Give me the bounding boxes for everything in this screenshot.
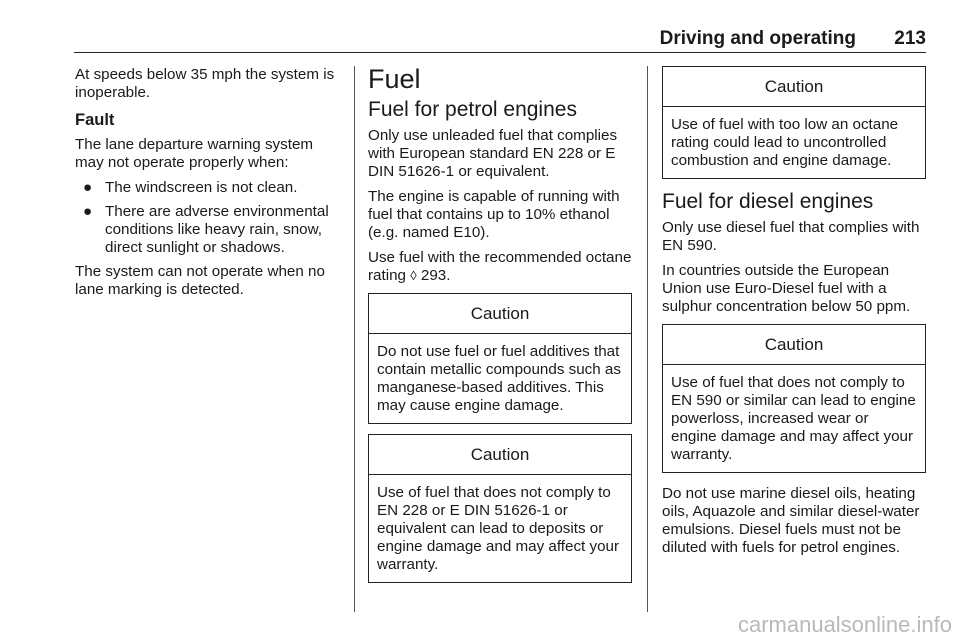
column-3: Caution Use of fuel with too low an octa…: [662, 66, 926, 564]
column-divider: [647, 66, 648, 612]
caution-title: Caution: [663, 67, 925, 107]
fault-paragraph: The lane departure warning system may no…: [75, 136, 314, 171]
caution-text: Use of fuel with too low an octane ratin…: [671, 116, 899, 169]
section-title: Driving and operating: [659, 28, 856, 49]
watermark: carmanualsonline.info: [737, 612, 952, 637]
caution-title: Caution: [663, 325, 925, 365]
caution-title: Caution: [369, 435, 631, 475]
page-header: Driving and operating 213: [74, 26, 926, 53]
caution-box: Caution Use of fuel with too low an octa…: [662, 66, 926, 179]
column-1: At speeds below 35 mph the system is ino…: [75, 66, 341, 306]
list-item: ●The windscreen is not clean.: [83, 179, 298, 196]
page-reference-link[interactable]: 293.: [420, 267, 451, 284]
fault-list: ●The windscreen is not clean. ●There are…: [75, 179, 341, 257]
column-divider: [354, 66, 355, 612]
fault-heading: Fault: [75, 111, 115, 129]
diesel-paragraph-1: Only use diesel fuel that complies with …: [662, 219, 920, 254]
intro-paragraph: At speeds below 35 mph the system is ino…: [75, 66, 335, 101]
caution-text: Do not use fuel or fuel additives that c…: [377, 343, 621, 414]
caution-text: Use of fuel that does not comply to EN 5…: [671, 374, 916, 463]
page-number: 213: [894, 28, 926, 49]
caution-box: Caution Use of fuel that does not comply…: [368, 434, 632, 583]
caution-title: Caution: [369, 294, 631, 334]
petrol-paragraph-2: The engine is capable of running with fu…: [368, 188, 620, 241]
petrol-heading: Fuel for petrol engines: [368, 98, 577, 121]
petrol-paragraph-3: Use fuel with the recommended octane rat…: [368, 249, 632, 284]
caution-box: Caution Use of fuel that does not comply…: [662, 324, 926, 473]
diesel-paragraph-2: In countries outside the European Union …: [662, 262, 911, 315]
list-item: ●There are adverse environmental conditi…: [83, 203, 329, 256]
closing-paragraph: The system can not operate when no lane …: [75, 263, 325, 298]
caution-text: Use of fuel that does not comply to EN 2…: [377, 484, 620, 573]
bullet-icon: ●: [83, 203, 93, 220]
diesel-paragraph-3: Do not use marine diesel oils, heating o…: [662, 485, 920, 556]
column-2: Fuel Fuel for petrol engines Only use un…: [368, 64, 632, 593]
caution-box: Caution Do not use fuel or fuel additive…: [368, 293, 632, 424]
reference-arrow-icon: ◊: [410, 268, 417, 283]
bullet-icon: ●: [83, 179, 93, 196]
fuel-heading: Fuel: [368, 64, 421, 94]
diesel-heading: Fuel for diesel engines: [662, 190, 874, 213]
petrol-paragraph-1: Only use unleaded fuel that complies wit…: [368, 127, 618, 180]
